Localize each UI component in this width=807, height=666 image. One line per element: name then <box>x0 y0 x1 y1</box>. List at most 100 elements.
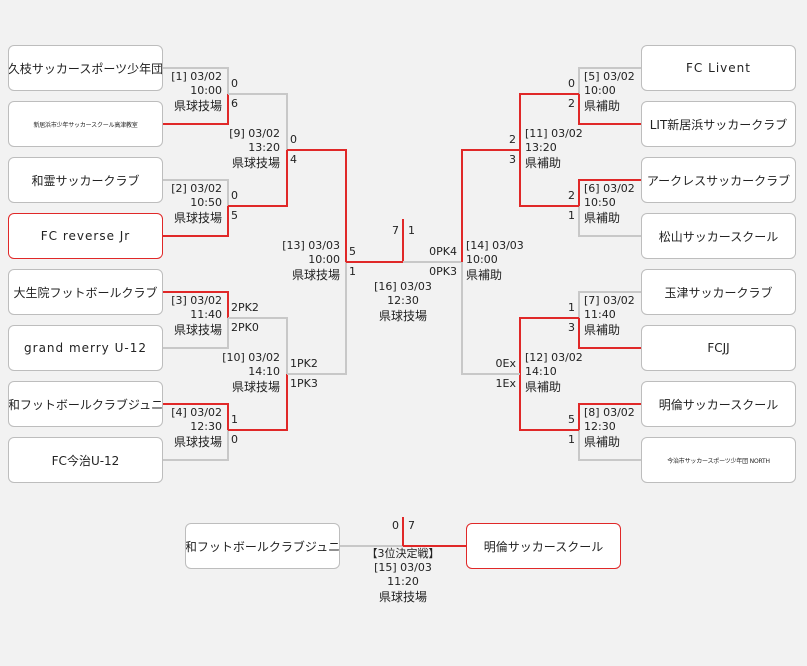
team-right-2: LIT新居浜サッカークラブ <box>641 101 796 147</box>
match-6-venue: 県補助 <box>584 211 621 225</box>
match-14-score-top: 0PK4 <box>429 245 457 258</box>
match-8-time: 12:30 <box>584 420 616 433</box>
match-3-venue: 県球技場 <box>173 323 222 337</box>
match-7-score-top: 1 <box>568 301 575 314</box>
bracket-line-29 <box>519 374 579 431</box>
third-place-team-right: 明倫サッカースクール <box>466 523 621 569</box>
match-15-id: [15] 03/03 <box>374 561 432 574</box>
match-5-score-bottom: 2 <box>568 97 575 110</box>
match-9-id: [9] 03/02 <box>229 127 280 140</box>
team-right-1: FC Livent <box>641 45 796 91</box>
match-9-time: 13:20 <box>248 141 280 154</box>
team-left-7: 宇和フットボールクラブジュニア <box>8 381 163 427</box>
match-6-score-top: 2 <box>568 189 575 202</box>
bracket-line-20 <box>578 179 641 206</box>
match-3-score-bottom: 2PK0 <box>231 321 259 334</box>
final-score-left: 7 <box>392 224 399 237</box>
team-right-3: アークレスサッカークラブ <box>641 157 796 203</box>
team-left-3: 和霊サッカークラブ <box>8 157 163 203</box>
match-9-venue: 県球技場 <box>231 156 280 170</box>
match-3-id: [3] 03/02 <box>171 294 222 307</box>
bracket-line-1 <box>163 67 229 94</box>
match-2-id: [2] 03/02 <box>171 182 222 195</box>
bracket-line-13 <box>287 149 347 262</box>
match-1-score-bottom: 6 <box>231 97 238 110</box>
match-7-score-bottom: 3 <box>568 321 575 334</box>
match-8-score-top: 5 <box>568 413 575 426</box>
match-16-id: [16] 03/03 <box>374 280 432 293</box>
match-12-score-top: 0Ex <box>495 357 516 370</box>
match-5-info: [5] 03/02 10:00 県補助 <box>584 70 646 114</box>
match-16-time: 12:30 <box>387 294 419 307</box>
team-right-6: FCJJ <box>641 325 796 371</box>
match-3-score-top: 2PK2 <box>231 301 259 314</box>
bracket-line-5 <box>163 291 229 318</box>
team-left-4: FC reverse Jr <box>8 213 163 259</box>
match-4-score-top: 1 <box>231 413 238 426</box>
third-score-left: 0 <box>392 519 399 532</box>
match-1-score-top: 0 <box>231 77 238 90</box>
match-1-venue: 県球技場 <box>173 99 222 113</box>
bracket-line-22 <box>578 291 641 318</box>
match-13-venue: 県球技場 <box>291 268 340 282</box>
bracket-line-18 <box>578 67 641 94</box>
match-14-time: 10:00 <box>466 253 498 266</box>
bracket-line-8 <box>163 430 229 461</box>
match-3-time: 11:40 <box>190 308 222 321</box>
match-14-score-bottom: 0PK3 <box>429 265 457 278</box>
match-15-time: 11:20 <box>387 575 419 588</box>
match-13-time: 10:00 <box>308 253 340 266</box>
match-14-venue: 県補助 <box>466 268 503 282</box>
match-2-info: [2] 03/02 10:50 県球技場 <box>160 182 222 226</box>
match-7-id: [7] 03/02 <box>584 294 635 307</box>
match-13-score-top: 5 <box>349 245 356 258</box>
match-15-venue: 県球技場 <box>378 590 427 604</box>
bracket-line-28 <box>519 317 579 374</box>
team-left-8: FC今治U-12 <box>8 437 163 483</box>
match-11-score-top: 2 <box>509 133 516 146</box>
match-14-info: [14] 03/03 10:00 県補助 <box>466 239 534 283</box>
match-2-venue: 県球技場 <box>173 211 222 225</box>
bracket-line-14 <box>287 262 347 375</box>
team-right-5: 玉津サッカークラブ <box>641 269 796 315</box>
match-5-score-top: 0 <box>568 77 575 90</box>
bracket-line-21 <box>578 206 641 237</box>
match-1-info: [1] 03/02 10:00 県球技場 <box>160 70 222 114</box>
bracket-line-24 <box>578 403 641 430</box>
match-6-info: [6] 03/02 10:50 県補助 <box>584 182 646 226</box>
match-9-score-top: 0 <box>290 133 297 146</box>
match-9-info: [9] 03/02 13:20 県球技場 <box>212 127 280 171</box>
bracket-line-25 <box>578 430 641 461</box>
match-11-time: 13:20 <box>525 141 557 154</box>
match-10-score-bottom: 1PK3 <box>290 377 318 390</box>
match-10-info: [10] 03/02 14:10 県球技場 <box>212 351 280 395</box>
bracket-line-2 <box>163 94 229 125</box>
match-4-score-bottom: 0 <box>231 433 238 446</box>
match-7-time: 11:40 <box>584 308 616 321</box>
match-10-score-top: 1PK2 <box>290 357 318 370</box>
match-4-info: [4] 03/02 12:30 県球技場 <box>160 406 222 450</box>
match-11-venue: 県補助 <box>525 156 562 170</box>
match-11-score-bottom: 3 <box>509 153 516 166</box>
match-14-id: [14] 03/03 <box>466 239 524 252</box>
bracket-line-23 <box>578 318 641 349</box>
match-15-title: 【3位決定戦】 <box>366 547 440 560</box>
bracket-line-26 <box>519 93 579 150</box>
team-left-2: 新居浜市少年サッカースクール高津教室 <box>8 101 163 147</box>
bracket-line-6 <box>163 318 229 349</box>
team-right-7: 明倫サッカースクール <box>641 381 796 427</box>
bracket-line-4 <box>163 206 229 237</box>
match-12-venue: 県補助 <box>525 380 562 394</box>
bracket-line-9 <box>228 93 288 150</box>
match-12-time: 14:10 <box>525 365 557 378</box>
match-8-venue: 県補助 <box>584 435 621 449</box>
match-12-score-bottom: 1Ex <box>495 377 516 390</box>
match-4-venue: 県球技場 <box>173 435 222 449</box>
team-left-5: 大生院フットボールクラブ <box>8 269 163 315</box>
match-5-id: [5] 03/02 <box>584 70 635 83</box>
bracket-line-30 <box>461 149 520 262</box>
match-5-time: 10:00 <box>584 84 616 97</box>
match-6-score-bottom: 1 <box>568 209 575 222</box>
match-2-time: 10:50 <box>190 196 222 209</box>
